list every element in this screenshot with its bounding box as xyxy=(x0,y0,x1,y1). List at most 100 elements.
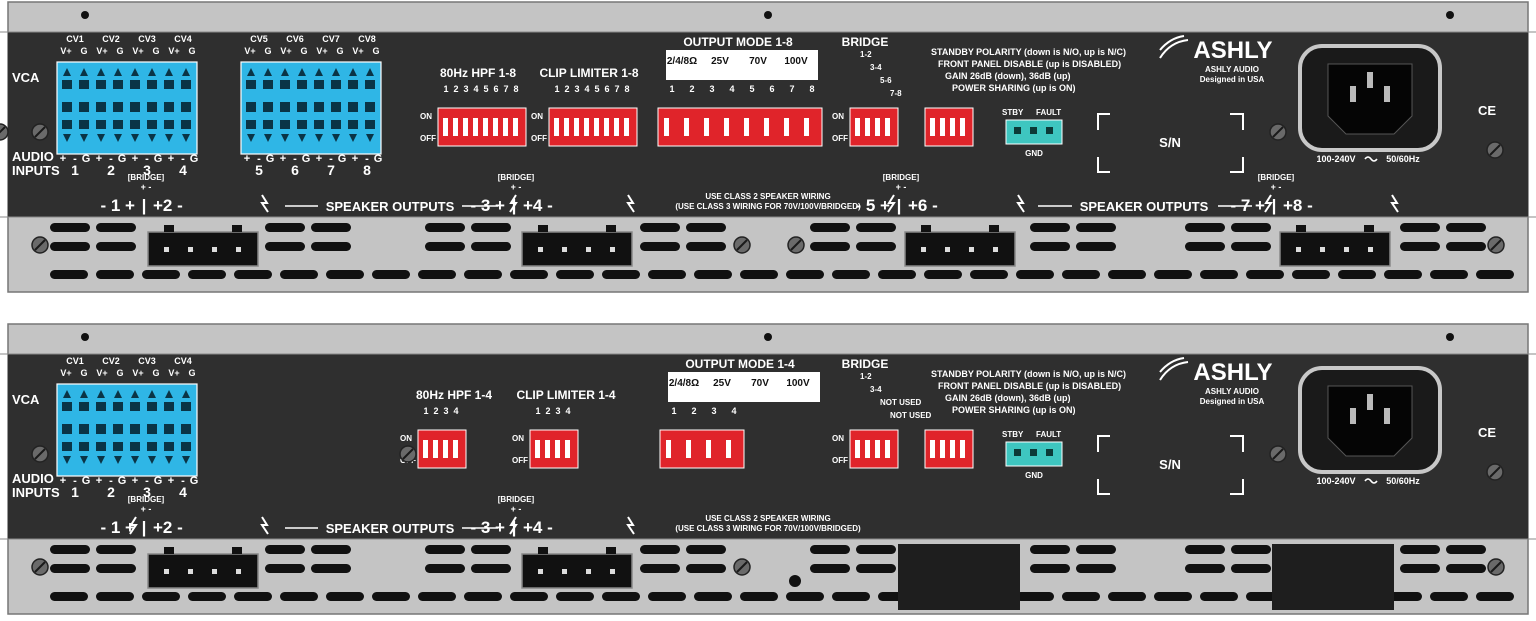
dip-lever[interactable] xyxy=(930,440,935,458)
dip-lever[interactable] xyxy=(564,118,569,136)
blank-plate xyxy=(898,544,1020,610)
arrow-down-icon xyxy=(281,134,289,142)
dip-lever[interactable] xyxy=(584,118,589,136)
dip-lever[interactable] xyxy=(930,118,935,136)
dip-lever[interactable] xyxy=(940,118,945,136)
dip-lever[interactable] xyxy=(624,118,629,136)
clip-limiter-dip-switch[interactable] xyxy=(548,107,638,147)
dip-lever[interactable] xyxy=(453,118,458,136)
vent-slot xyxy=(234,592,272,601)
dip-lever[interactable] xyxy=(574,118,579,136)
speaker-output-connector[interactable] xyxy=(1279,225,1391,267)
speaker-output-connector[interactable] xyxy=(147,547,259,589)
dip-lever[interactable] xyxy=(503,118,508,136)
off-label: OFF xyxy=(512,456,528,465)
input-g: G xyxy=(82,153,91,165)
output-mode-number: 8 xyxy=(809,84,814,94)
dip-lever[interactable] xyxy=(706,440,711,458)
vent-slot xyxy=(1231,545,1271,554)
config-dip-switch[interactable] xyxy=(924,107,974,147)
arrow-down-icon xyxy=(114,456,122,464)
dip-lever[interactable] xyxy=(865,440,870,458)
dip-lever[interactable] xyxy=(804,118,809,136)
hpf-dip-switch[interactable] xyxy=(417,429,467,469)
dip-lever[interactable] xyxy=(594,118,599,136)
terminal-screw xyxy=(96,102,106,112)
dip-lever[interactable] xyxy=(664,118,669,136)
dip-lever[interactable] xyxy=(686,440,691,458)
power-inlet[interactable] xyxy=(1298,366,1442,474)
dip-lever[interactable] xyxy=(453,440,458,458)
dip-lever[interactable] xyxy=(744,118,749,136)
dip-lever[interactable] xyxy=(545,440,550,458)
dip-lever[interactable] xyxy=(473,118,478,136)
dip-lever[interactable] xyxy=(950,440,955,458)
dip-lever[interactable] xyxy=(885,440,890,458)
speaker-output-connector[interactable] xyxy=(521,225,633,267)
terminal-screw xyxy=(1014,127,1021,134)
dip-lever[interactable] xyxy=(784,118,789,136)
vent-slot xyxy=(1400,564,1440,573)
config-dip-switch[interactable] xyxy=(924,429,974,469)
terminal-screw xyxy=(113,424,123,434)
arrow-up-icon xyxy=(332,68,340,76)
hpf-dip-switch[interactable] xyxy=(437,107,527,147)
arrow-up-icon xyxy=(80,68,88,76)
ac-wave-icon xyxy=(1364,156,1378,162)
output-divider: | xyxy=(142,196,147,215)
bridge-dip-switch[interactable] xyxy=(849,429,899,469)
dip-lever[interactable] xyxy=(535,440,540,458)
speaker-output-connector[interactable] xyxy=(147,225,259,267)
dip-lever[interactable] xyxy=(666,440,671,458)
dip-lever[interactable] xyxy=(423,440,428,458)
speaker-output-connector[interactable] xyxy=(521,547,633,589)
clip-limiter-dip-switch[interactable] xyxy=(529,429,579,469)
vent-slot xyxy=(1446,242,1486,251)
terminal-screw xyxy=(96,424,106,434)
output-mode-dip-switch[interactable] xyxy=(659,429,745,469)
dip-lever[interactable] xyxy=(875,440,880,458)
dip-lever[interactable] xyxy=(443,118,448,136)
dip-lever[interactable] xyxy=(513,118,518,136)
dip-lever[interactable] xyxy=(940,440,945,458)
dip-lever[interactable] xyxy=(960,118,965,136)
dip-lever[interactable] xyxy=(493,118,498,136)
arrow-up-icon xyxy=(63,390,71,398)
speaker-output-connector[interactable] xyxy=(904,225,1016,267)
brand-swoosh-icon xyxy=(1159,357,1189,381)
dip-lever[interactable] xyxy=(433,440,438,458)
dip-lever[interactable] xyxy=(764,118,769,136)
dip-lever[interactable] xyxy=(555,440,560,458)
dip-lever[interactable] xyxy=(443,440,448,458)
dip-lever[interactable] xyxy=(483,118,488,136)
cv-vplus-label: V+ xyxy=(96,368,107,378)
input-g: G xyxy=(118,475,127,487)
output-mode-dip-switch[interactable] xyxy=(657,107,823,147)
dip-lever[interactable] xyxy=(565,440,570,458)
dip-lever[interactable] xyxy=(614,118,619,136)
dip-lever[interactable] xyxy=(960,440,965,458)
vent-slot xyxy=(1476,270,1514,279)
dip-lever[interactable] xyxy=(726,440,731,458)
arrow-down-icon xyxy=(165,456,173,464)
dip-lever[interactable] xyxy=(950,118,955,136)
dip-lever[interactable] xyxy=(684,118,689,136)
terminal-screw xyxy=(181,80,191,89)
input-minus: - xyxy=(293,153,297,165)
dip-lever[interactable] xyxy=(554,118,559,136)
dip-lever[interactable] xyxy=(463,118,468,136)
power-inlet[interactable] xyxy=(1298,44,1442,152)
dip-lever[interactable] xyxy=(855,118,860,136)
vent-slot xyxy=(740,592,778,601)
stby-label: STBY xyxy=(1002,430,1024,439)
dip-lever[interactable] xyxy=(704,118,709,136)
vent-slot xyxy=(471,242,511,251)
dip-lever[interactable] xyxy=(855,440,860,458)
dip-lever[interactable] xyxy=(865,118,870,136)
dip-lever[interactable] xyxy=(875,118,880,136)
dip-lever[interactable] xyxy=(724,118,729,136)
arrow-up-icon xyxy=(97,68,105,76)
dip-lever[interactable] xyxy=(604,118,609,136)
bridge-dip-switch[interactable] xyxy=(849,107,899,147)
dip-lever[interactable] xyxy=(885,118,890,136)
